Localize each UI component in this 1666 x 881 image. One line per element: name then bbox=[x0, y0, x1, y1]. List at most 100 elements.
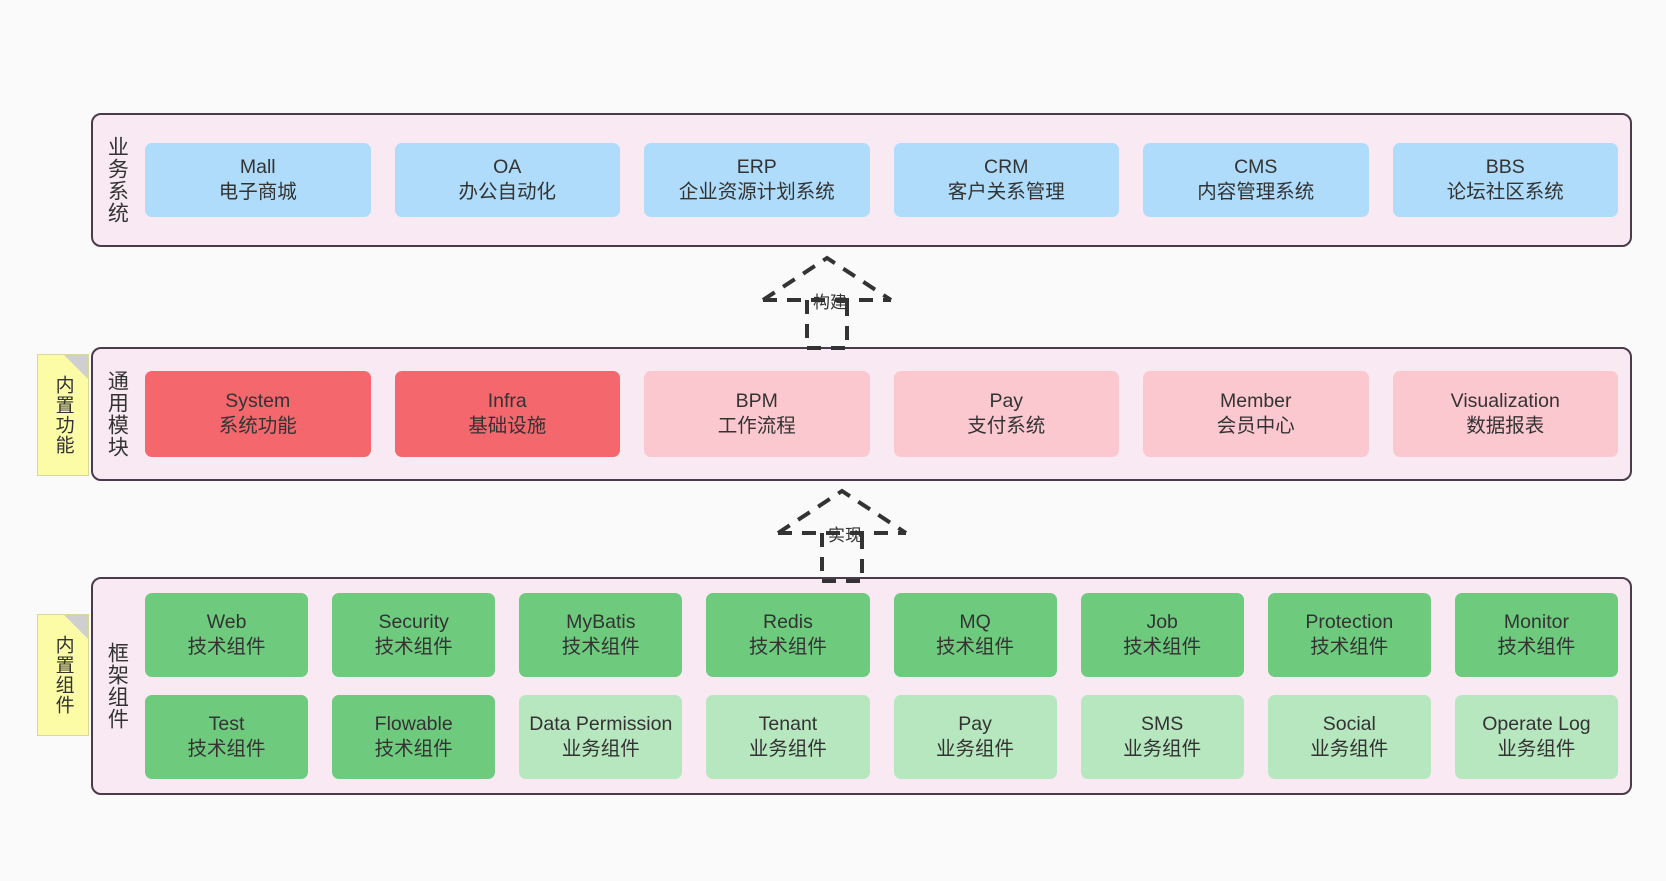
node-pay-component[interactable]: Pay 业务组件 bbox=[893, 695, 1057, 779]
layer-framework-component: 框架组件 Web 技术组件 Security 技术组件 MyBatis 技术组件… bbox=[91, 577, 1632, 795]
node-subtitle: 业务组件 bbox=[1497, 738, 1576, 760]
node-title: Operate Log bbox=[1482, 713, 1591, 736]
connector-build: 构建 bbox=[745, 252, 945, 352]
node-web[interactable]: Web 技术组件 bbox=[145, 593, 309, 677]
node-title: Security bbox=[378, 611, 449, 634]
node-subtitle: 技术组件 bbox=[561, 636, 640, 658]
node-subtitle: 客户关系管理 bbox=[947, 181, 1065, 203]
connector-stem bbox=[820, 533, 864, 583]
connector-implement-arrow bbox=[776, 488, 908, 583]
node-subtitle: 工作流程 bbox=[717, 415, 796, 437]
node-subtitle: 业务组件 bbox=[1310, 738, 1389, 760]
node-title: Pay bbox=[989, 390, 1024, 413]
node-title: Mall bbox=[239, 156, 276, 179]
node-tenant[interactable]: Tenant 业务组件 bbox=[706, 695, 870, 779]
node-protection[interactable]: Protection 技术组件 bbox=[1267, 593, 1431, 677]
layer-business-system: 业务系统 Mall 电子商城 OA 办公自动化 ERP 企业资源计划系统 CRM… bbox=[91, 113, 1632, 247]
node-subtitle: 技术组件 bbox=[187, 636, 266, 658]
node-title: Pay bbox=[958, 713, 992, 736]
node-sms[interactable]: SMS 业务组件 bbox=[1080, 695, 1244, 779]
sticky-note-label: 内置功能 bbox=[52, 375, 74, 455]
node-mall[interactable]: Mall 电子商城 bbox=[145, 143, 371, 217]
node-row: Mall 电子商城 OA 办公自动化 ERP 企业资源计划系统 CRM 客户关系… bbox=[145, 143, 1618, 217]
node-member[interactable]: Member 会员中心 bbox=[1143, 371, 1369, 457]
node-subtitle: 电子商城 bbox=[218, 181, 297, 203]
node-title: Protection bbox=[1305, 611, 1394, 634]
node-subtitle: 数据报表 bbox=[1466, 415, 1545, 437]
page-fold-icon bbox=[64, 615, 88, 639]
node-title: Monitor bbox=[1503, 611, 1569, 634]
node-data-permission[interactable]: Data Permission 业务组件 bbox=[519, 695, 683, 779]
node-system[interactable]: System 系统功能 bbox=[145, 371, 371, 457]
node-subtitle: 业务组件 bbox=[748, 738, 827, 760]
node-title: MyBatis bbox=[566, 611, 636, 634]
node-subtitle: 技术组件 bbox=[374, 738, 453, 760]
node-subtitle: 业务组件 bbox=[936, 738, 1015, 760]
node-security[interactable]: Security 技术组件 bbox=[332, 593, 496, 677]
node-title: Data Permission bbox=[529, 713, 673, 736]
sticky-note-builtin-component: 内置组件 bbox=[37, 614, 89, 736]
connector-implement: 实现 bbox=[760, 485, 960, 585]
node-mybatis[interactable]: MyBatis 技术组件 bbox=[519, 593, 683, 677]
node-title: Flowable bbox=[374, 713, 453, 736]
node-bbs[interactable]: BBS 论坛社区系统 bbox=[1392, 143, 1618, 217]
connector-build-arrow bbox=[761, 255, 893, 350]
node-subtitle: 技术组件 bbox=[374, 636, 453, 658]
connector-build-label: 构建 bbox=[813, 293, 847, 312]
node-subtitle: 论坛社区系统 bbox=[1446, 181, 1564, 203]
node-title: Test bbox=[208, 713, 245, 736]
node-title: Tenant bbox=[758, 713, 818, 736]
layer-label-business-system: 业务系统 bbox=[105, 136, 129, 224]
sticky-note-builtin-function: 内置功能 bbox=[37, 354, 89, 476]
node-infra[interactable]: Infra 基础设施 bbox=[394, 371, 620, 457]
node-subtitle: 支付系统 bbox=[967, 415, 1046, 437]
node-title: System bbox=[225, 390, 291, 413]
node-row: Test 技术组件 Flowable 技术组件 Data Permission … bbox=[145, 695, 1618, 779]
node-title: BBS bbox=[1485, 156, 1525, 179]
node-title: MQ bbox=[959, 611, 991, 634]
node-cms[interactable]: CMS 内容管理系统 bbox=[1143, 143, 1369, 217]
generalization-triangle bbox=[761, 255, 893, 302]
node-job[interactable]: Job 技术组件 bbox=[1080, 593, 1244, 677]
node-pay-module[interactable]: Pay 支付系统 bbox=[893, 371, 1119, 457]
node-subtitle: 内容管理系统 bbox=[1197, 181, 1315, 203]
node-title: Web bbox=[206, 611, 247, 634]
layer-common-module: 通用模块 System 系统功能 Infra 基础设施 BPM 工作流程 Pay… bbox=[91, 347, 1632, 481]
node-erp[interactable]: ERP 企业资源计划系统 bbox=[644, 143, 870, 217]
node-subtitle: 办公自动化 bbox=[458, 181, 556, 203]
node-test[interactable]: Test 技术组件 bbox=[145, 695, 309, 779]
node-title: OA bbox=[493, 156, 522, 179]
node-subtitle: 技术组件 bbox=[1497, 636, 1576, 658]
generalization-triangle bbox=[776, 488, 908, 535]
connector-stem bbox=[805, 300, 849, 350]
node-operate-log[interactable]: Operate Log 业务组件 bbox=[1454, 695, 1618, 779]
node-subtitle: 业务组件 bbox=[1123, 738, 1202, 760]
node-subtitle: 技术组件 bbox=[1123, 636, 1202, 658]
node-subtitle: 基础设施 bbox=[468, 415, 547, 437]
node-oa[interactable]: OA 办公自动化 bbox=[394, 143, 620, 217]
node-bpm[interactable]: BPM 工作流程 bbox=[644, 371, 870, 457]
layer-body-common-module: System 系统功能 Infra 基础设施 BPM 工作流程 Pay 支付系统… bbox=[139, 349, 1630, 479]
node-row: System 系统功能 Infra 基础设施 BPM 工作流程 Pay 支付系统… bbox=[145, 371, 1618, 457]
layer-label-common-module: 通用模块 bbox=[105, 370, 129, 458]
layer-body-framework-component: Web 技术组件 Security 技术组件 MyBatis 技术组件 Redi… bbox=[139, 579, 1630, 793]
node-social[interactable]: Social 业务组件 bbox=[1267, 695, 1431, 779]
node-monitor[interactable]: Monitor 技术组件 bbox=[1454, 593, 1618, 677]
node-subtitle: 企业资源计划系统 bbox=[678, 181, 835, 203]
node-flowable[interactable]: Flowable 技术组件 bbox=[332, 695, 496, 779]
node-subtitle: 业务组件 bbox=[561, 738, 640, 760]
page-fold-icon bbox=[64, 355, 88, 379]
node-visualization[interactable]: Visualization 数据报表 bbox=[1392, 371, 1618, 457]
node-subtitle: 技术组件 bbox=[748, 636, 827, 658]
node-subtitle: 系统功能 bbox=[218, 415, 297, 437]
node-title: Infra bbox=[487, 390, 527, 413]
node-redis[interactable]: Redis 技术组件 bbox=[706, 593, 870, 677]
node-mq[interactable]: MQ 技术组件 bbox=[893, 593, 1057, 677]
node-title: Job bbox=[1146, 611, 1178, 634]
node-subtitle: 技术组件 bbox=[1310, 636, 1389, 658]
node-title: CMS bbox=[1234, 156, 1278, 179]
node-subtitle: 技术组件 bbox=[187, 738, 266, 760]
node-title: Visualization bbox=[1450, 390, 1560, 413]
node-crm[interactable]: CRM 客户关系管理 bbox=[893, 143, 1119, 217]
